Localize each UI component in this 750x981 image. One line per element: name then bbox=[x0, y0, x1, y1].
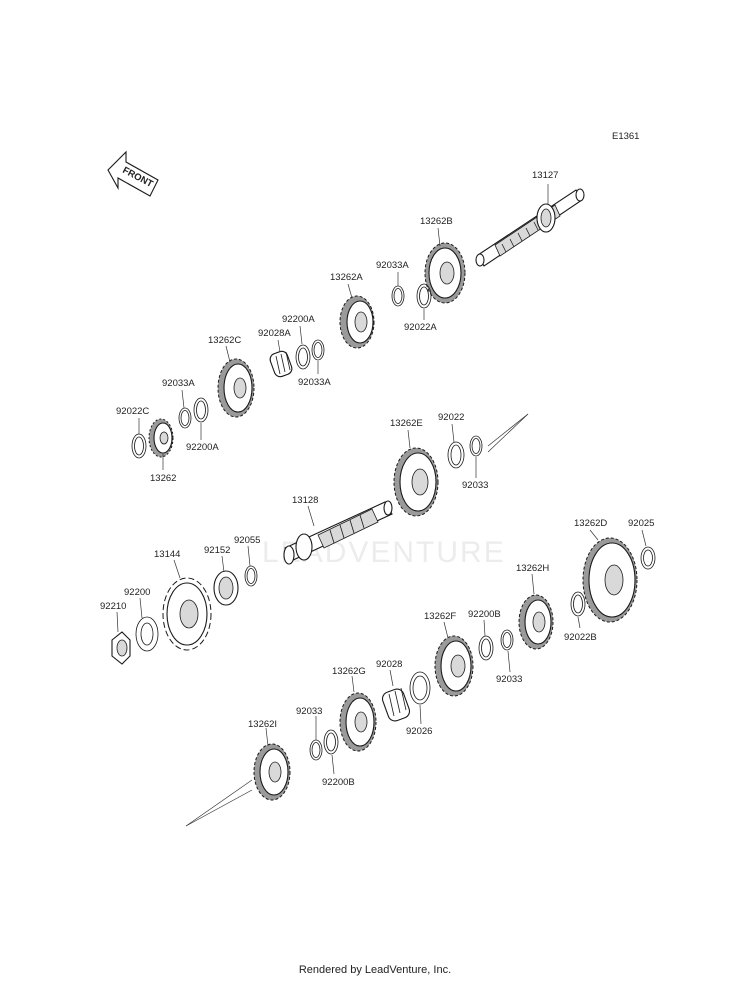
label-92026[interactable]: 92026 bbox=[406, 726, 432, 737]
label-13262B[interactable]: 13262B bbox=[420, 216, 453, 227]
label-13262H[interactable]: 13262H bbox=[516, 563, 549, 574]
label-92033-mid[interactable]: 92033 bbox=[462, 480, 488, 491]
circlip-92033A-upper[interactable] bbox=[391, 285, 405, 307]
label-13262F[interactable]: 13262F bbox=[424, 611, 456, 622]
washer-92200B-right[interactable] bbox=[478, 635, 494, 661]
label-92200B-lower[interactable]: 92200B bbox=[322, 777, 355, 788]
washer-92022C[interactable] bbox=[131, 433, 147, 459]
gear-13262F[interactable] bbox=[434, 635, 474, 697]
label-92210[interactable]: 92210 bbox=[100, 601, 126, 612]
diagram-reference-code: E1361 bbox=[612, 131, 640, 142]
sprocket-13144[interactable] bbox=[162, 577, 212, 651]
label-92200A-lower[interactable]: 92200A bbox=[186, 442, 219, 453]
needle-bearing-92028[interactable] bbox=[381, 687, 412, 723]
needle-bearing-92028A[interactable] bbox=[268, 350, 293, 379]
gear-13262G[interactable] bbox=[339, 692, 377, 752]
label-13262G[interactable]: 13262G bbox=[332, 666, 366, 677]
gear-13262A[interactable] bbox=[339, 295, 375, 349]
washer-92022B[interactable] bbox=[570, 591, 586, 617]
main-shaft-13127[interactable] bbox=[475, 188, 585, 267]
label-92025[interactable]: 92025 bbox=[628, 518, 654, 529]
circlip-92033-mid[interactable] bbox=[469, 435, 483, 457]
label-13262C[interactable]: 13262C bbox=[208, 335, 241, 346]
ring-92055[interactable] bbox=[244, 565, 258, 587]
gear-13262H[interactable] bbox=[518, 594, 554, 650]
washer-92022A[interactable] bbox=[416, 283, 432, 309]
circlip-92033-right[interactable] bbox=[500, 629, 514, 651]
washer-92200B-lower[interactable] bbox=[323, 729, 339, 755]
label-92022C[interactable]: 92022C bbox=[116, 406, 149, 417]
washer-92200A-upper[interactable] bbox=[295, 344, 311, 370]
footer-credit: Rendered by LeadVenture, Inc. bbox=[298, 964, 452, 976]
gear-13262D[interactable] bbox=[582, 537, 638, 623]
label-92033-right[interactable]: 92033 bbox=[496, 674, 522, 685]
collar-92152[interactable] bbox=[213, 570, 239, 606]
label-13144[interactable]: 13144 bbox=[154, 549, 180, 560]
gear-13262C[interactable] bbox=[217, 358, 255, 418]
label-13262D[interactable]: 13262D bbox=[574, 518, 607, 529]
washer-92200A-lower[interactable] bbox=[193, 397, 209, 423]
label-13262I[interactable]: 13262I bbox=[248, 719, 277, 730]
leader-lines bbox=[116, 184, 647, 775]
washer-92022-mid[interactable] bbox=[447, 441, 465, 469]
circlip-92033A-lower[interactable] bbox=[178, 407, 192, 429]
label-13262A[interactable]: 13262A bbox=[330, 272, 363, 283]
label-92028A[interactable]: 92028A bbox=[258, 328, 291, 339]
label-92200A-upper[interactable]: 92200A bbox=[282, 314, 315, 325]
label-92022B[interactable]: 92022B bbox=[564, 632, 597, 643]
label-92022[interactable]: 92022 bbox=[438, 412, 464, 423]
circlip-92033A-mid[interactable] bbox=[311, 339, 325, 361]
circlip-92025[interactable] bbox=[640, 546, 656, 570]
circlip-92033-lower[interactable] bbox=[309, 739, 323, 761]
front-arrow-icon: FRONT bbox=[107, 150, 159, 197]
gear-13262I[interactable] bbox=[253, 743, 291, 801]
label-92022A[interactable]: 92022A bbox=[404, 322, 437, 333]
part-labels: 13127 13262B 92033A 92022A 13262A 92200A… bbox=[100, 170, 654, 788]
washer-92200[interactable] bbox=[135, 616, 159, 652]
label-92152[interactable]: 92152 bbox=[204, 545, 230, 556]
nut-92210[interactable] bbox=[111, 631, 131, 665]
label-13262E[interactable]: 13262E bbox=[390, 418, 423, 429]
label-92028[interactable]: 92028 bbox=[376, 659, 402, 670]
label-92033-lower[interactable]: 92033 bbox=[296, 706, 322, 717]
label-92033A-lower[interactable]: 92033A bbox=[162, 378, 195, 389]
label-92055[interactable]: 92055 bbox=[234, 535, 260, 546]
gear-13262B[interactable] bbox=[424, 242, 466, 304]
label-13128[interactable]: 13128 bbox=[292, 495, 318, 506]
gear-13262[interactable] bbox=[148, 418, 174, 458]
drive-shaft-13128[interactable] bbox=[283, 500, 393, 565]
label-92200B-right[interactable]: 92200B bbox=[468, 609, 501, 620]
label-92033A-upper[interactable]: 92033A bbox=[376, 260, 409, 271]
label-13262[interactable]: 13262 bbox=[150, 473, 176, 484]
gear-13262E[interactable] bbox=[393, 447, 439, 517]
label-92033A-mid[interactable]: 92033A bbox=[298, 377, 331, 388]
label-13127[interactable]: 13127 bbox=[532, 170, 558, 181]
washer-92026[interactable] bbox=[409, 671, 431, 705]
label-92200[interactable]: 92200 bbox=[124, 587, 150, 598]
